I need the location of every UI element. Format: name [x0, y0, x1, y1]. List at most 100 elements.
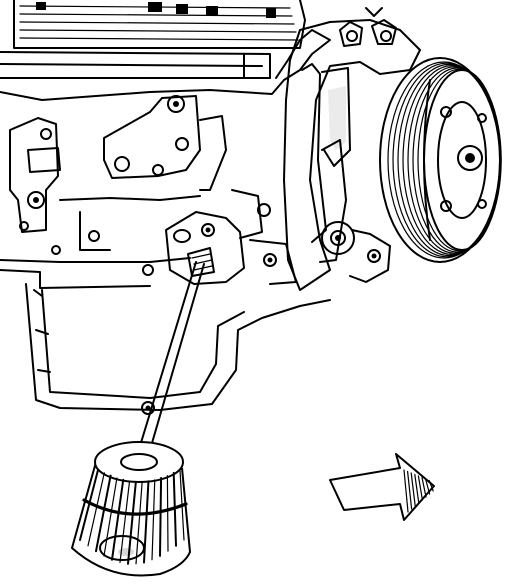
pulley-hub-ring — [437, 101, 487, 219]
top-fitting — [371, 19, 397, 45]
fitting-bolt — [380, 30, 392, 42]
head-bolt — [176, 4, 188, 14]
sensor-port — [27, 191, 45, 209]
rail-edge — [0, 63, 263, 67]
arrow-hatch-line — [417, 475, 423, 501]
bracket-edge — [301, 63, 327, 243]
block-top-edge — [0, 29, 331, 101]
bracket-rib — [321, 67, 351, 167]
block-bolt — [257, 203, 271, 217]
engine-block — [0, 0, 331, 415]
drive-pulley — [379, 57, 502, 263]
arrow-hatch-line — [428, 479, 434, 492]
filter-rib — [95, 474, 112, 553]
idler-pulley — [321, 221, 355, 255]
pan-detail — [33, 289, 51, 373]
oil-pan-flange — [41, 289, 245, 399]
arrow-hatch-line — [403, 469, 409, 513]
head-bolt — [148, 2, 162, 12]
filter-rib — [127, 480, 137, 565]
center-bolt — [114, 156, 130, 172]
block-bolt — [142, 264, 154, 276]
filter-band — [82, 498, 188, 516]
filter-rib — [111, 478, 125, 561]
pulley-groove — [387, 61, 501, 259]
head-bolt — [206, 6, 218, 16]
block-lower-edge — [0, 257, 191, 263]
idler-hub — [330, 230, 346, 246]
drive-belt — [319, 139, 347, 263]
filter-rib — [159, 476, 163, 557]
filter-rib — [119, 480, 131, 564]
filter-rib — [135, 481, 143, 565]
bracket-bolt — [19, 221, 29, 231]
filter-rib — [79, 469, 99, 541]
pulley-bolt — [477, 113, 487, 123]
block-rib — [79, 211, 111, 251]
adapter-port — [173, 229, 191, 243]
arrow-hatch-line — [421, 476, 427, 498]
arrow-hatching — [403, 469, 434, 513]
filter-adapter — [165, 211, 245, 285]
block-bolt — [88, 230, 100, 242]
adapter-bolt — [201, 223, 215, 237]
hose-clip — [365, 7, 383, 17]
oil-pan-outline — [25, 283, 331, 411]
pulley-bolt — [440, 106, 452, 118]
block-bolt-head — [267, 257, 273, 263]
tensioner-bolt — [367, 249, 381, 263]
guide-line-right — [149, 263, 205, 451]
left-bracket — [9, 117, 59, 233]
pulley-center — [465, 153, 475, 163]
center-bolt — [175, 137, 189, 151]
arrow-hatch-line — [410, 472, 416, 507]
filter-ribs — [79, 469, 185, 565]
block-boss — [249, 239, 297, 285]
block-boss — [231, 189, 263, 239]
guide-line-left — [139, 261, 197, 447]
top-fitting — [339, 21, 363, 47]
accessory-bracket — [283, 7, 421, 291]
pulley-grooves — [387, 61, 502, 259]
adapter-housing — [165, 211, 245, 285]
block-rib — [59, 195, 201, 201]
cylinder-head — [13, 0, 306, 49]
fitting-bolt — [346, 30, 358, 42]
bracket-bolt — [40, 128, 52, 140]
center-bolt-head — [173, 101, 179, 107]
filter-base-plate — [99, 535, 145, 561]
filter-rib — [87, 472, 105, 547]
drain-plug — [141, 401, 155, 415]
sensor-core — [33, 197, 39, 203]
filter-mount-nipple — [187, 247, 215, 277]
arrow-hatch-line — [425, 478, 431, 495]
block-bolt — [51, 245, 61, 255]
head-rail — [0, 51, 271, 79]
filter-rib — [103, 477, 118, 557]
bracket-shade — [328, 86, 346, 150]
center-bolt — [152, 164, 164, 176]
bracket-plate — [283, 19, 421, 291]
guide-lines — [139, 261, 205, 451]
pulley-bolt — [477, 199, 487, 209]
head-bolt — [36, 2, 46, 10]
pulley-bolt — [440, 200, 452, 212]
rail-end — [243, 53, 271, 79]
filter-rib — [151, 479, 156, 561]
block-pan-rail — [0, 269, 151, 289]
idler-center — [335, 235, 341, 241]
adapter-bolt-head — [205, 227, 211, 233]
center-bolt — [167, 95, 185, 113]
bracket-web — [199, 115, 227, 191]
filter-top — [94, 441, 184, 483]
filter-rib — [166, 474, 169, 552]
oil-filter — [71, 441, 191, 577]
direction-arrow-icon — [329, 453, 435, 521]
center-bracket — [103, 95, 201, 179]
block-bolt — [263, 253, 277, 267]
arrow-hatch-line — [414, 473, 420, 504]
pulley-shadow-edge — [423, 79, 431, 241]
pulley-center-nut — [457, 145, 483, 171]
